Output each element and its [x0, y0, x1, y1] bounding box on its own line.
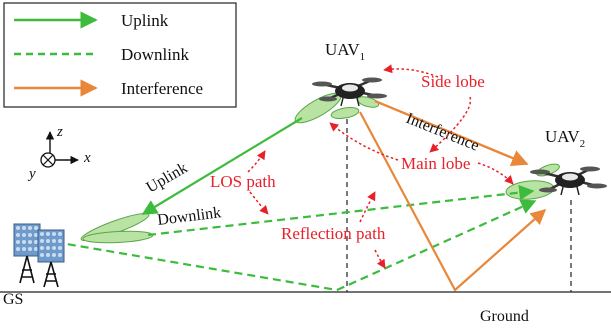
gs-label: GS: [3, 291, 23, 308]
uav1-drone-icon: [312, 77, 387, 107]
interference-path-label: Interference: [404, 110, 482, 155]
uav2-drone-icon: [530, 166, 607, 196]
gs-antenna-array-right: [37, 229, 65, 263]
uav2-antenna-lobes: [505, 163, 560, 200]
main-lobe-label: Main lobe: [401, 154, 470, 173]
downlink-reflection-path: [54, 199, 537, 292]
main-lobe-pointer-right: [477, 162, 514, 185]
coordinate-axes: z x y: [27, 124, 91, 182]
reflection-pointer-up: [359, 191, 376, 223]
side-lobe-label: Side lobe: [421, 72, 485, 91]
uav1-label: UAV1: [325, 40, 365, 63]
gs-antenna-lobes: [80, 212, 154, 244]
ground-label: Ground: [480, 308, 529, 325]
reflection-pointer-down: [374, 249, 386, 269]
gs-tower-legs: [19, 255, 59, 288]
interference-reflection-path: [359, 111, 547, 292]
uplink-path-label: Uplink: [144, 160, 191, 197]
ground-station-icon: [13, 223, 65, 288]
los-pointer-up: [247, 150, 266, 173]
legend-interference-label: Interference: [121, 79, 203, 98]
reflection-path-label: Reflection path: [281, 224, 386, 243]
uav1-side-lobe-bottom: [330, 107, 360, 119]
main-lobe-pointer-left: [329, 122, 399, 161]
uav2-label: UAV2: [545, 127, 585, 150]
uplink-los-path: [141, 117, 303, 215]
los-path-label: LOS path: [210, 172, 276, 191]
los-pointer-down: [249, 191, 269, 215]
legend-uplink-label: Uplink: [121, 11, 169, 30]
legend-downlink-label: Downlink: [121, 45, 190, 64]
gs-antenna-array-left: [13, 223, 41, 257]
y-axis-label: y: [27, 166, 36, 182]
side-lobe-pointer-left: [383, 64, 439, 78]
x-axis-label: x: [83, 150, 91, 166]
downlink-path-label: Downlink: [156, 204, 222, 229]
annotation-pointers: [247, 64, 514, 269]
z-axis-label: z: [56, 124, 63, 140]
legend: Uplink Downlink Interference: [3, 2, 237, 108]
